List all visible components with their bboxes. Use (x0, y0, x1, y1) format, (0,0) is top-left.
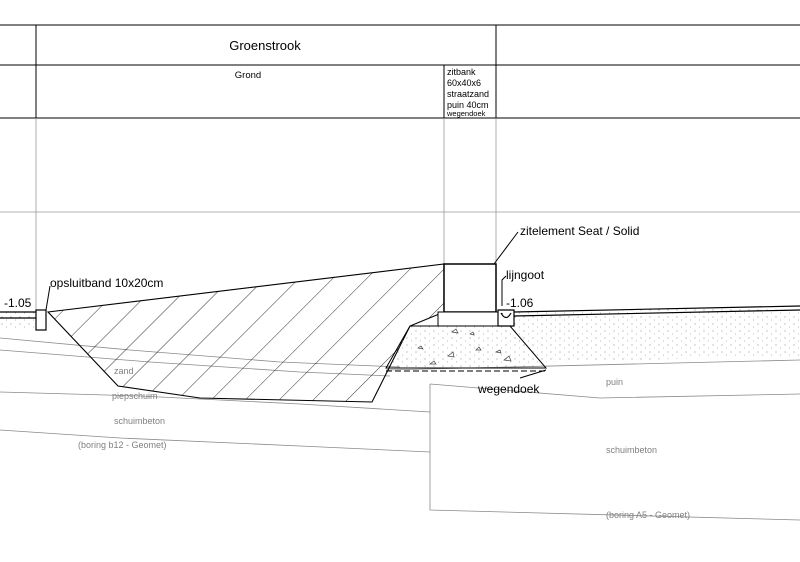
kerb-element (35, 309, 47, 331)
paving-left (0, 312, 36, 330)
bench-spec-line: zitbank (447, 67, 476, 77)
rubble-marks (417, 328, 512, 365)
level-right: -1.06 (506, 296, 534, 310)
bench-spec-line: wegendoek (446, 109, 486, 118)
paving-right (500, 306, 800, 362)
zone-title: Groenstrook (229, 38, 301, 53)
geotextile-label: wegendoek (477, 382, 540, 396)
surface-lines (0, 305, 800, 319)
leader-lines (45, 231, 547, 379)
layer-label-foam-concrete-left: schuimbeton (114, 416, 165, 426)
layer-label-foam-concrete-right: schuimbeton (606, 445, 657, 455)
kerb-label: opsluitband 10x20cm (50, 276, 163, 290)
layer-label-eps: piepschuim (112, 391, 158, 401)
seat-bedding (437, 311, 503, 327)
level-left: -1.05 (4, 296, 32, 310)
layer-label-boring-right: (boring A5 - Geomet) (606, 510, 690, 520)
bench-spec-line: 60x40x6 (447, 78, 481, 88)
ground-label: Grond (235, 70, 261, 81)
bench-spec-line: straatzand (447, 89, 489, 99)
guide-lines (0, 118, 800, 312)
layer-label-boring-left: (boring b12 - Geomet) (78, 440, 167, 450)
seat-element (443, 263, 497, 313)
layer-label-sand: zand (114, 366, 134, 376)
header-table (0, 24, 800, 119)
bench-spec-line: puin 40cm (447, 100, 489, 110)
layer-label-rubble: puin (606, 377, 623, 387)
gutter-label: lijngoot (506, 268, 545, 282)
seat-label: zitelement Seat / Solid (520, 224, 639, 238)
bench-spec: zitbank 60x40x6 straatzand puin 40cm weg… (446, 67, 489, 118)
gutter-element (497, 309, 515, 327)
